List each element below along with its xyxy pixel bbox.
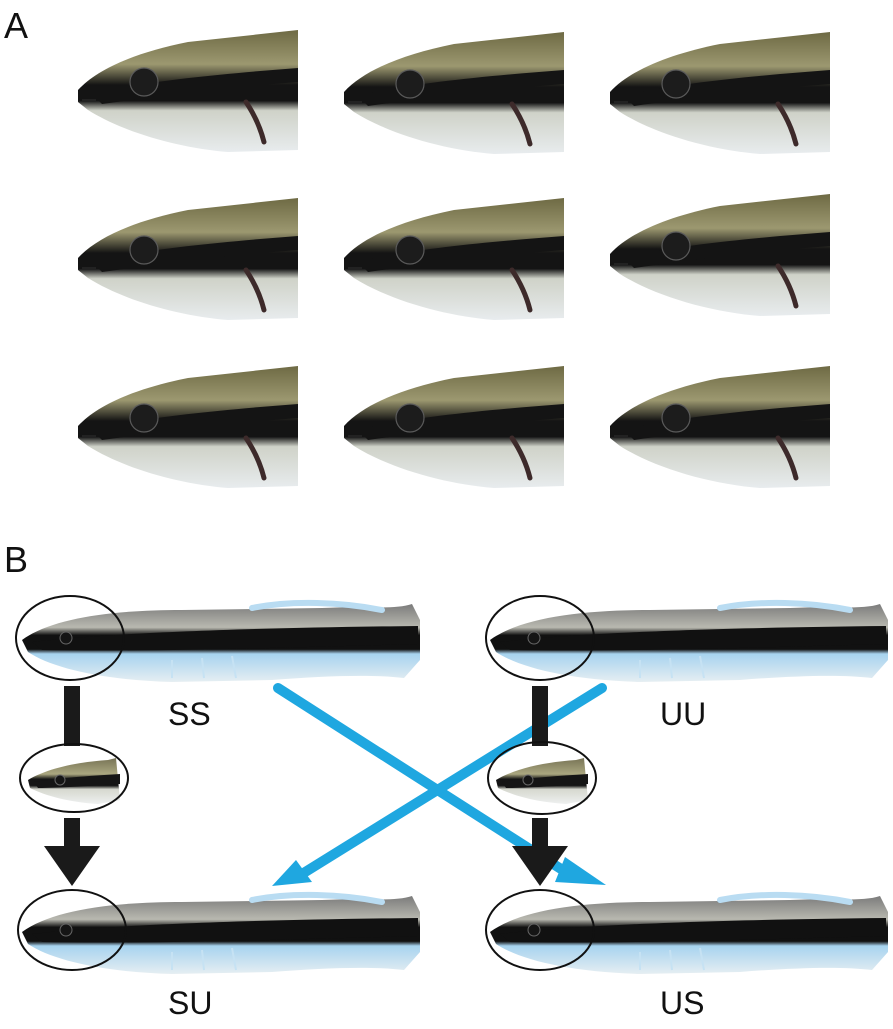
head-photo-r3c2 xyxy=(344,366,564,488)
head-photo-r2c1 xyxy=(78,198,298,320)
arrow-ss-head xyxy=(44,846,100,886)
arrow-ss-to-us xyxy=(273,683,577,881)
head-photo-r3c1 xyxy=(78,366,298,488)
fish-uu xyxy=(490,603,888,682)
panel-a-label: A xyxy=(4,5,28,46)
arrow-ss-shaft-top xyxy=(64,686,80,746)
arrow-uu-shaft-top xyxy=(532,686,548,746)
panel-b-label: B xyxy=(4,539,28,580)
fish-su xyxy=(22,895,420,974)
blue-arrows xyxy=(272,683,607,886)
head-photo-r2c2 xyxy=(344,198,564,320)
head-photo-r2c3 xyxy=(610,194,830,316)
inset-head-uu xyxy=(495,757,589,805)
fish-us xyxy=(490,895,888,974)
fish-ss xyxy=(22,603,420,682)
inset-ellipse-uu xyxy=(487,741,597,815)
head-ellipse-ss xyxy=(15,595,125,681)
arrow-uu-to-su xyxy=(297,683,607,879)
head-photo-r1c2 xyxy=(344,32,564,154)
head-photo-r1c3 xyxy=(610,32,830,154)
panel-a-grid xyxy=(78,30,830,488)
arrow-ss-shaft-bottom xyxy=(64,818,80,850)
head-ellipse-uu xyxy=(485,595,595,681)
inset-ellipse-ss xyxy=(19,743,129,813)
arrow-ss-to-us-head xyxy=(555,857,606,885)
inset-head-ss xyxy=(27,757,121,805)
dark-arrows xyxy=(44,686,568,886)
group-label-us: US xyxy=(660,985,704,1021)
arrow-uu-head xyxy=(512,846,568,886)
arrow-uu-shaft-bottom xyxy=(532,818,548,850)
arrow-uu-to-su-head xyxy=(272,860,312,886)
head-photo-r3c3 xyxy=(610,366,830,488)
head-ellipse-su xyxy=(17,889,127,971)
group-label-ss: SS xyxy=(168,696,211,732)
group-label-uu: UU xyxy=(660,696,706,732)
group-label-su: SU xyxy=(168,985,212,1021)
head-photo-r1c1 xyxy=(78,30,298,152)
head-ellipse-us xyxy=(485,889,595,971)
